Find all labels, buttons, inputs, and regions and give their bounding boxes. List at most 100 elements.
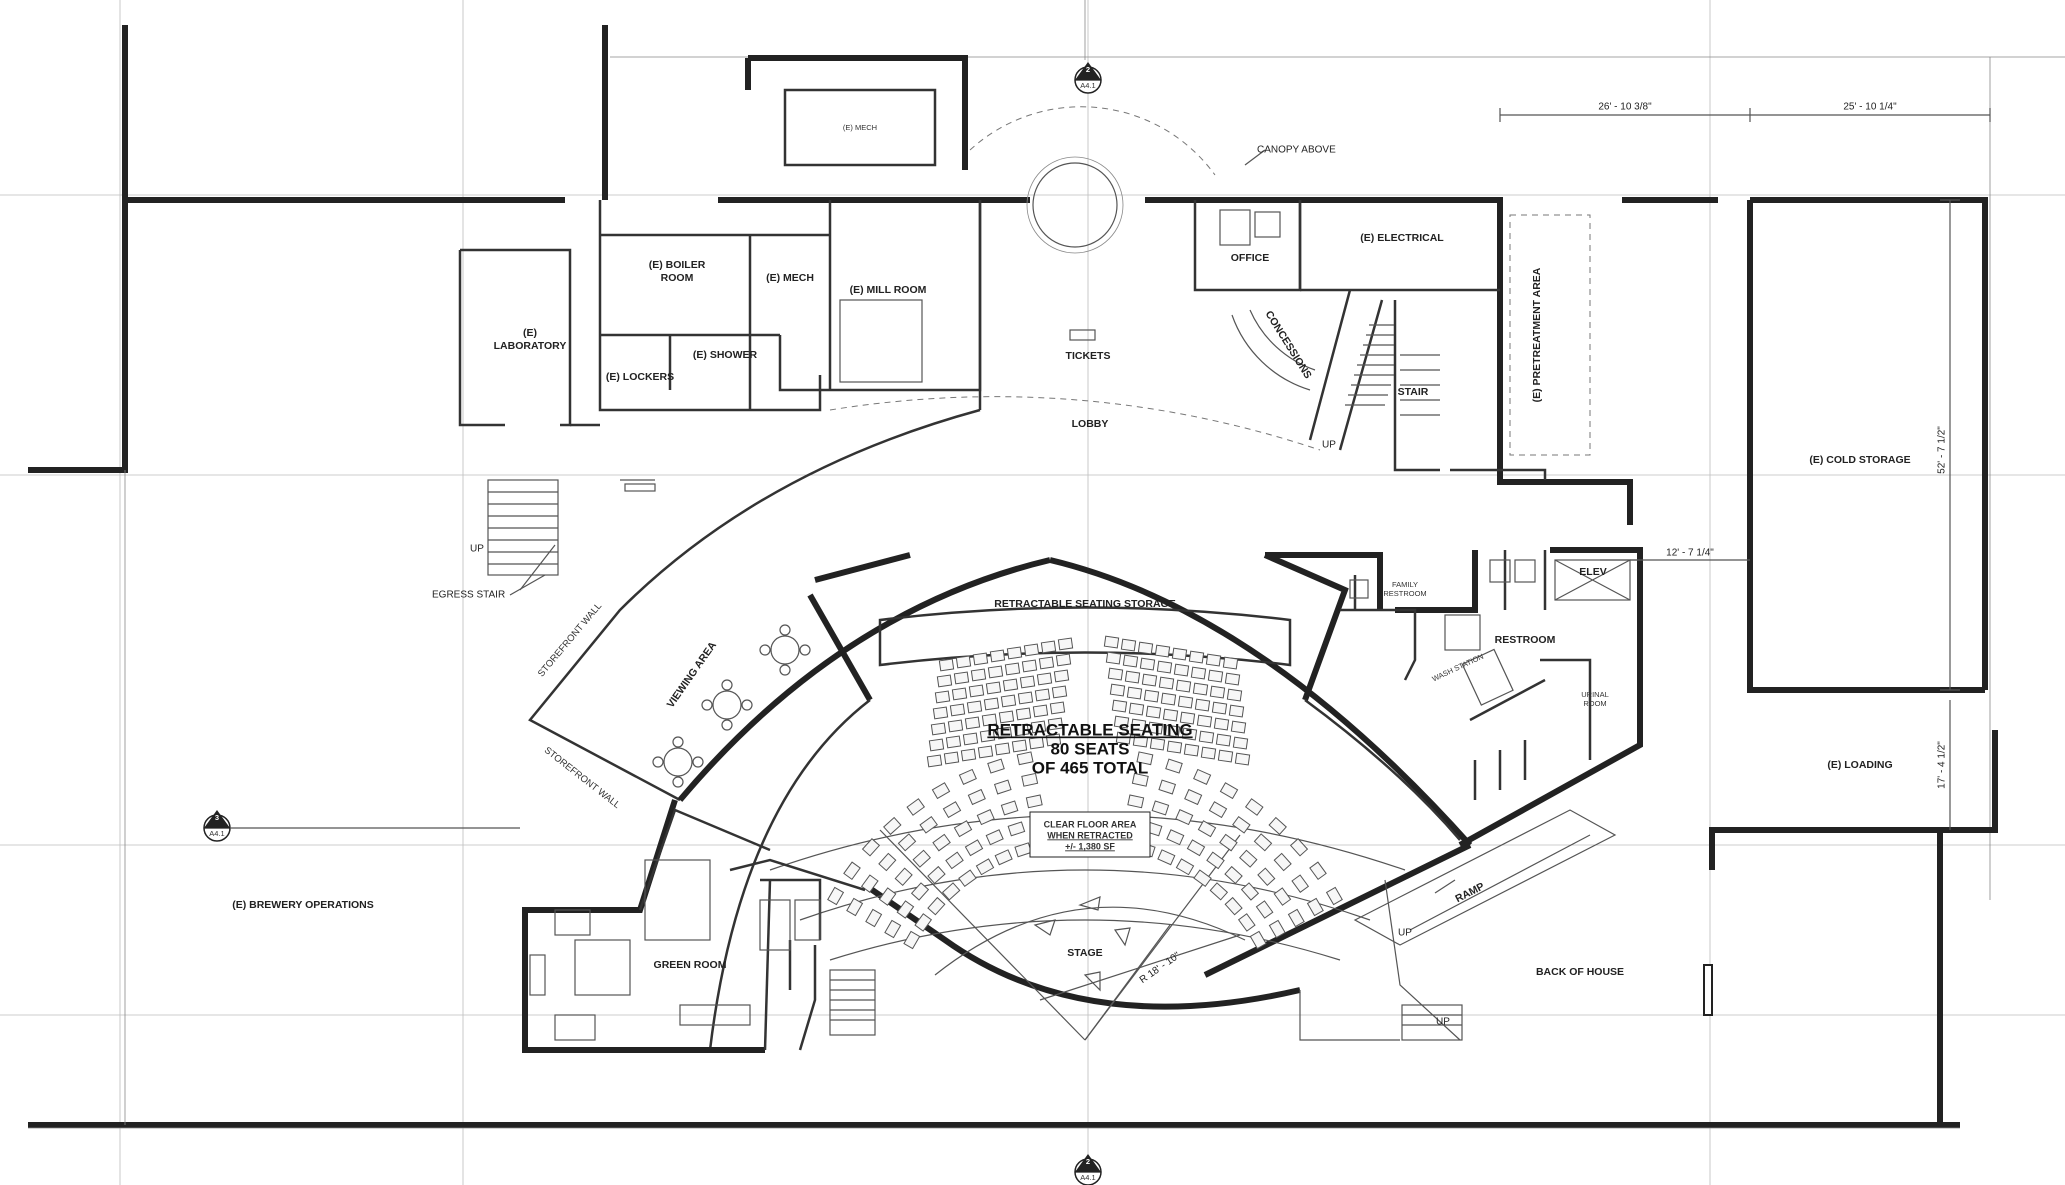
seat [942, 801, 962, 819]
seat [934, 690, 951, 704]
seat [1158, 676, 1175, 690]
seat [1055, 653, 1072, 667]
seat [993, 779, 1012, 795]
seat [1021, 659, 1038, 673]
seat [1151, 800, 1170, 816]
seat [1198, 730, 1215, 744]
auditorium [677, 552, 1473, 1051]
up-label-egress: UP [470, 544, 484, 555]
seat [945, 735, 962, 749]
seat [1213, 717, 1230, 731]
room-label-viewing: VIEWING AREA [665, 639, 720, 710]
egress-stair [487, 479, 559, 591]
seat [1192, 682, 1209, 696]
seat [998, 710, 1015, 724]
seat [1051, 685, 1068, 699]
seat [1237, 913, 1256, 932]
seat [1017, 691, 1034, 705]
seat [1224, 865, 1243, 885]
seat [1040, 640, 1057, 654]
seat [1171, 647, 1188, 661]
seat [970, 668, 987, 682]
seat [1207, 669, 1224, 683]
seat [1209, 685, 1226, 699]
seat [1184, 788, 1203, 806]
seat [943, 751, 960, 765]
seat [1015, 707, 1032, 721]
room-label-boiler: (E) BOILER [649, 259, 706, 271]
seat [1175, 679, 1192, 693]
seat [846, 897, 864, 917]
room-label-restroom: RESTROOM [1495, 634, 1556, 646]
seat [1219, 782, 1239, 800]
room-label-mill: (E) MILL ROOM [850, 284, 927, 296]
room-label-loading: (E) LOADING [1827, 759, 1892, 771]
seat [949, 703, 966, 717]
clear-floor-line-1: CLEAR FLOOR AREA [1044, 819, 1137, 829]
seat [931, 782, 951, 800]
seat [1234, 752, 1251, 766]
section-left-number: 3 [215, 813, 219, 822]
seat [1047, 717, 1064, 731]
seat [1239, 849, 1258, 868]
seat [1165, 758, 1183, 774]
seat [1139, 657, 1156, 671]
seat [1273, 887, 1292, 906]
seat [1122, 654, 1139, 668]
seat [1004, 662, 1021, 676]
room-label-tickets: TICKETS [1066, 350, 1111, 362]
seat [1154, 644, 1171, 658]
seat [967, 788, 986, 806]
up-label-ramp: UP [1398, 928, 1412, 939]
seat [1025, 794, 1043, 809]
seat [958, 768, 977, 785]
seat [1011, 739, 1028, 753]
seat [1141, 673, 1158, 687]
seat [926, 754, 943, 768]
seat [1325, 886, 1343, 906]
seat [1103, 635, 1120, 649]
seat [955, 655, 972, 669]
seat [1215, 733, 1232, 747]
section-top-sheet: A4.1 [1080, 81, 1095, 90]
seat [906, 798, 926, 816]
section-marker-top [1074, 62, 1102, 94]
seat [936, 674, 953, 688]
seat [972, 652, 989, 666]
seat [987, 665, 1004, 679]
seat [1160, 692, 1177, 706]
seat [1208, 801, 1228, 819]
section-marker-left [203, 810, 520, 842]
seat [1224, 896, 1243, 916]
ramp-area [1299, 809, 1617, 1041]
seat [1023, 643, 1040, 657]
section-left-sheet: A4.1 [209, 829, 224, 838]
seat [1132, 734, 1149, 748]
seat [1028, 736, 1045, 750]
section-top-number: 2 [1086, 65, 1090, 74]
seat [1124, 670, 1141, 684]
seat [1045, 733, 1062, 747]
room-label-lab-2: LABORATORY [494, 340, 567, 352]
seat [1128, 702, 1145, 716]
seat [1113, 715, 1130, 729]
seat [1107, 667, 1124, 681]
seat [897, 833, 917, 852]
lobby-and-storefront [528, 106, 1547, 802]
room-label-lab-1: (E) [523, 327, 537, 339]
seat [1164, 724, 1181, 738]
seat [977, 745, 994, 759]
seat [1130, 718, 1147, 732]
seat [1188, 650, 1205, 664]
seating-title: RETRACTABLE SEATING [987, 720, 1192, 739]
seat [919, 815, 938, 834]
room-labels: (E) MECH (E) BOILER ROOM (E) MECH (E) MI… [232, 123, 1910, 978]
seat [914, 913, 933, 932]
seat [968, 684, 985, 698]
seat [994, 849, 1013, 866]
seat [1217, 749, 1234, 763]
room-label-back-of-house: BACK OF HOUSE [1536, 966, 1624, 978]
seat [865, 908, 883, 928]
